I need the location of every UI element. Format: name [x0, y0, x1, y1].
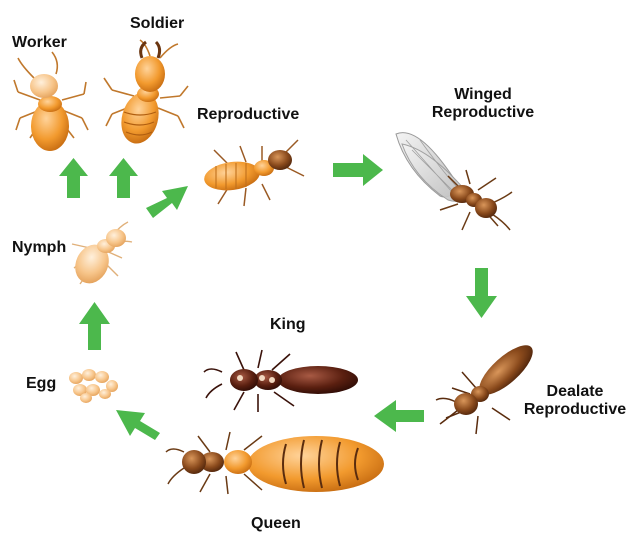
winged-reproductive-termite-illustration — [395, 132, 513, 231]
label-reproductive: Reproductive — [197, 106, 300, 123]
nymph-termite-illustration — [71, 221, 133, 285]
queen-termite-illustration — [165, 431, 384, 495]
arrow-winged-to-dealate — [466, 268, 497, 318]
label-worker: Worker — [12, 34, 67, 51]
label-egg: Egg — [26, 375, 57, 392]
label-winged-reproductive: Winged Reproductive — [432, 86, 534, 122]
label-nymph: Nymph — [12, 239, 67, 256]
label-queen: Queen — [251, 515, 301, 532]
king-termite-illustration — [203, 349, 358, 412]
worker-termite-illustration — [13, 51, 89, 151]
arrow-nymph-to-soldier — [109, 158, 138, 198]
label-winged-line2: Reproductive — [431, 104, 535, 121]
label-king: King — [270, 316, 306, 333]
label-soldier: Soldier — [130, 15, 185, 32]
arrow-nymph-to-worker — [59, 158, 88, 198]
label-dealate-line2: Reproductive — [523, 401, 627, 418]
arrow-egg-to-nymph — [79, 302, 110, 350]
arrow-queen-to-egg — [116, 410, 160, 440]
arrow-dealate-to-queen — [374, 400, 424, 432]
label-dealate-reproductive: Dealate Reproductive — [524, 383, 626, 419]
egg-cluster-illustration — [69, 369, 118, 403]
arrow-nymph-to-reproductive — [146, 186, 188, 218]
label-dealate-line1: Dealate — [546, 383, 604, 400]
label-winged-line1: Winged — [454, 86, 512, 103]
reproductive-termite-illustration — [204, 139, 305, 207]
soldier-termite-illustration — [103, 39, 189, 144]
dealate-reproductive-termite-illustration — [435, 345, 533, 435]
arrow-reproductive-to-winged — [333, 154, 383, 186]
